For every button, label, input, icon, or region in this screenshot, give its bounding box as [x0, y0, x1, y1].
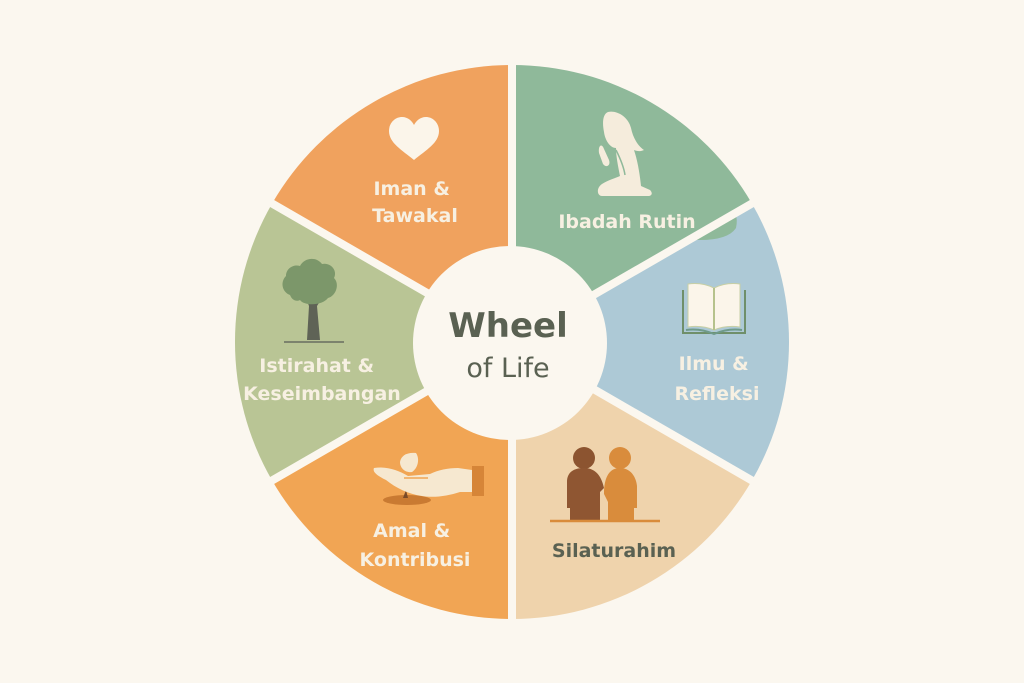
segment-ilmu-refleksi — [512, 203, 790, 481]
center-title-line2: of Life — [466, 353, 549, 384]
label-ibadah-rutin: Ibadah Rutin — [558, 211, 695, 233]
label-iman-tawakal: Iman & Tawakal — [372, 178, 458, 227]
heart-icon — [389, 117, 439, 160]
two-people-icon — [550, 447, 660, 523]
open-book-icon — [682, 283, 746, 336]
giving-hand-seed-icon — [373, 452, 484, 505]
label-istirahat-keseimbangan: Istirahat & Keseimbangan — [243, 355, 401, 405]
label-ilmu-refleksi: Ilmu & Refleksi — [675, 353, 760, 405]
label-silaturahim: Silaturahim — [552, 540, 676, 562]
label-amal-kontribusi: Amal & Kontribusi — [360, 520, 471, 571]
ibadah-label-bubble — [640, 205, 737, 240]
tree-icon — [282, 258, 344, 343]
praying-person-icon — [597, 111, 652, 196]
center-title-line1: Wheel — [448, 306, 567, 346]
center-hub — [413, 246, 607, 440]
